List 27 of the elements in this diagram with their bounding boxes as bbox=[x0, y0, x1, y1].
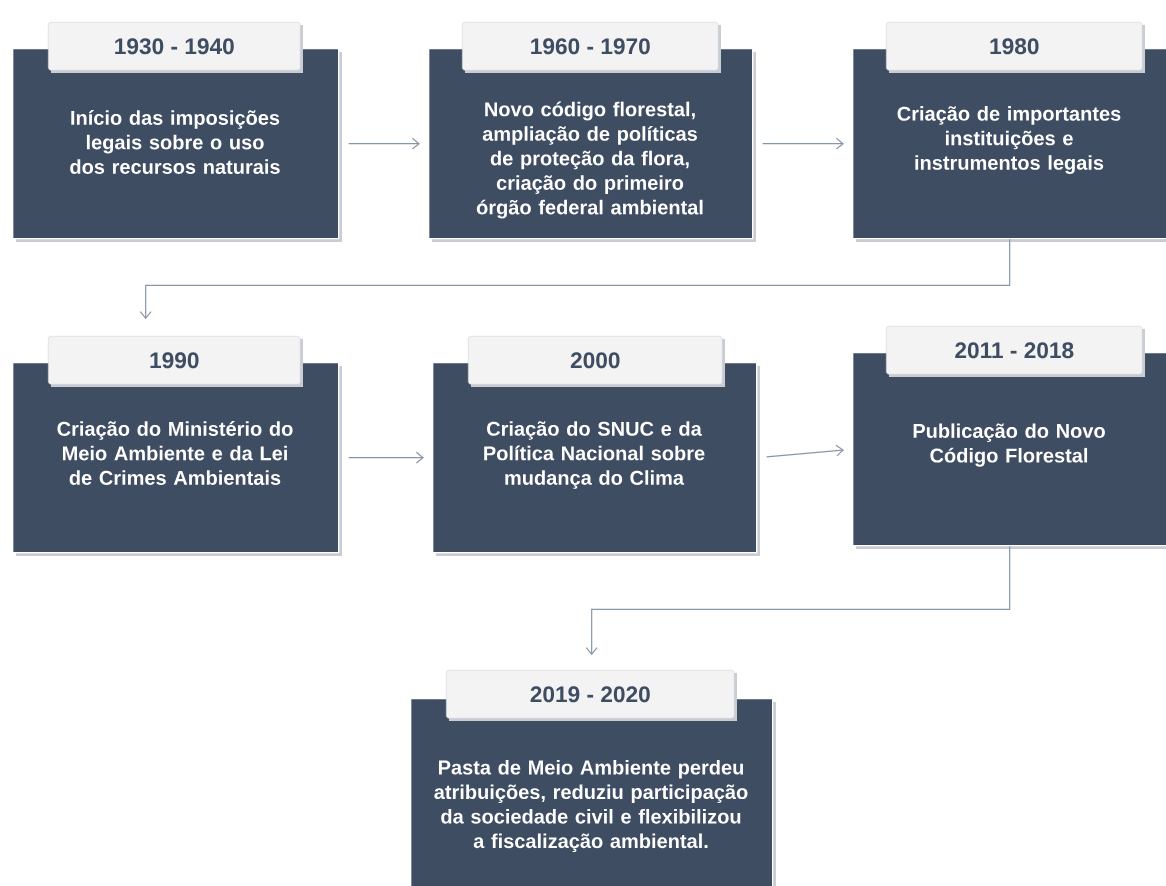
card-text: Criação do SNUC e da Política Nacional sobre mudança do Clima bbox=[484, 421, 705, 489]
arrow bbox=[139, 238, 1011, 320]
year-tab: 2000 bbox=[468, 336, 725, 387]
card-text: Início das imposições legais sobre o uso dos recursos naturais bbox=[70, 110, 280, 174]
timeline-card bbox=[428, 22, 756, 242]
year-tab: 2011 - 2018 bbox=[886, 326, 1145, 377]
card-text: Criação do Ministério do Meio Ambiente e da Lei de Crimes Ambientais bbox=[57, 421, 293, 485]
timeline-card bbox=[432, 336, 760, 556]
timeline-card bbox=[12, 336, 342, 556]
year-tab: 1930 - 1940 bbox=[48, 22, 303, 73]
timeline-card bbox=[852, 22, 1166, 242]
year-tab: 2019 - 2020 bbox=[446, 670, 737, 721]
arrow bbox=[762, 137, 844, 150]
year-tab: 1980 bbox=[886, 22, 1145, 73]
year-tab: 1960 - 1970 bbox=[462, 22, 721, 73]
year-tab: 1990 bbox=[48, 336, 303, 387]
arrow bbox=[585, 545, 1011, 656]
timeline-card bbox=[410, 670, 776, 886]
timeline-card bbox=[852, 326, 1166, 549]
card-text: Novo código florestal, ampliação de políticas de proteção da flora, criação do primeiro órgão federal ambiental bbox=[476, 101, 703, 219]
arrow bbox=[766, 444, 845, 458]
card-text: Publicação do Novo Código Florestal bbox=[913, 423, 1105, 467]
timeline-card bbox=[12, 22, 342, 242]
card-text: Criação de importantes instituições e instrumentos legais bbox=[897, 106, 1121, 174]
arrow bbox=[348, 451, 424, 464]
card-text: Pasta de Meio Ambiente perdeu atribuições, reduziu participação da sociedade civil e flexibilizou a fiscalização ambiental. bbox=[434, 759, 748, 853]
arrow bbox=[348, 137, 420, 150]
